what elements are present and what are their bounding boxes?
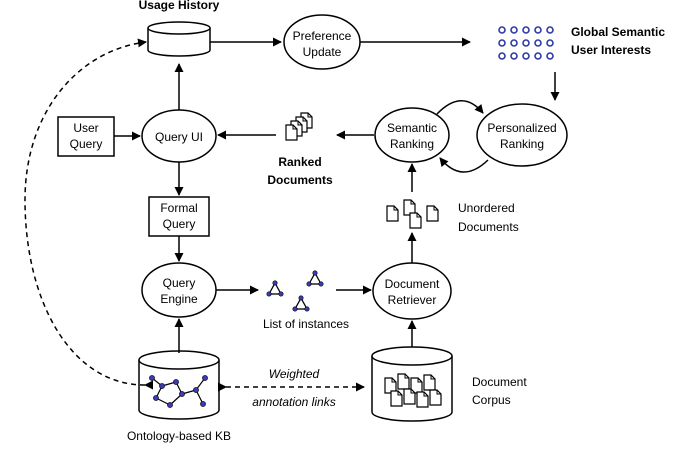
- query-ui-label: Query UI: [155, 130, 203, 144]
- weighted-links-label-1: Weighted: [269, 367, 320, 381]
- global-semantic-label-2: User Interests: [571, 43, 651, 57]
- query-engine-node: [141, 262, 217, 318]
- ontology-kb-db: [138, 350, 220, 420]
- unordered-documents-label-1: Unordered: [458, 201, 515, 215]
- user-query-box: [57, 116, 115, 157]
- ranked-documents-label-1: Ranked: [278, 155, 321, 169]
- personalized-ranking-label-2: Ranking: [500, 137, 544, 151]
- semantic-ranking-label-2: Ranking: [390, 137, 434, 151]
- user-interests-dot-grid: [498, 26, 554, 60]
- arrow-kb-history-dashed: [24, 38, 154, 390]
- document-retriever-label-2: Retriever: [388, 293, 437, 307]
- document-corpus-label-1: Document: [472, 375, 527, 389]
- formal-query-label-2: Query: [163, 217, 196, 231]
- usage-history-label: Usage History: [139, 0, 220, 12]
- ranked-documents-label-2: Documents: [267, 173, 333, 187]
- document-corpus-label-2: Corpus: [472, 393, 511, 407]
- semantic-ranking-node: [374, 107, 450, 163]
- ontology-kb-label: Ontology-based KB: [127, 429, 231, 443]
- query-engine-label-2: Engine: [160, 292, 198, 306]
- personalized-ranking-node: [476, 103, 568, 167]
- unordered-documents-label-2: Documents: [458, 220, 519, 234]
- usage-history-db: [147, 21, 211, 57]
- user-query-label-2: Query: [70, 137, 103, 151]
- arrow-semantic-to-personalized: [436, 100, 484, 115]
- document-retriever-label-1: Document: [385, 277, 440, 291]
- list-of-instances-label: List of instances: [263, 317, 349, 331]
- personalized-ranking-label-1: Personalized: [487, 121, 556, 135]
- ranked-documents-icon: [285, 112, 313, 141]
- query-engine-label-1: Query: [163, 276, 196, 290]
- instances-icon: [266, 270, 324, 312]
- user-query-label-1: User: [73, 121, 98, 135]
- weighted-links-label-2: annotation links: [252, 395, 335, 409]
- formal-query-label-1: Formal: [160, 201, 197, 215]
- preference-update-label-1: Preference: [293, 29, 352, 43]
- semantic-ranking-label-1: Semantic: [387, 121, 437, 135]
- arrow-personalized-to-semantic: [439, 157, 489, 173]
- document-corpus-db: [371, 346, 453, 422]
- preference-update-label-2: Update: [303, 45, 342, 59]
- unordered-documents-icon: [386, 199, 439, 229]
- global-semantic-label-1: Global Semantic: [571, 25, 665, 39]
- document-retriever-node: [372, 262, 452, 320]
